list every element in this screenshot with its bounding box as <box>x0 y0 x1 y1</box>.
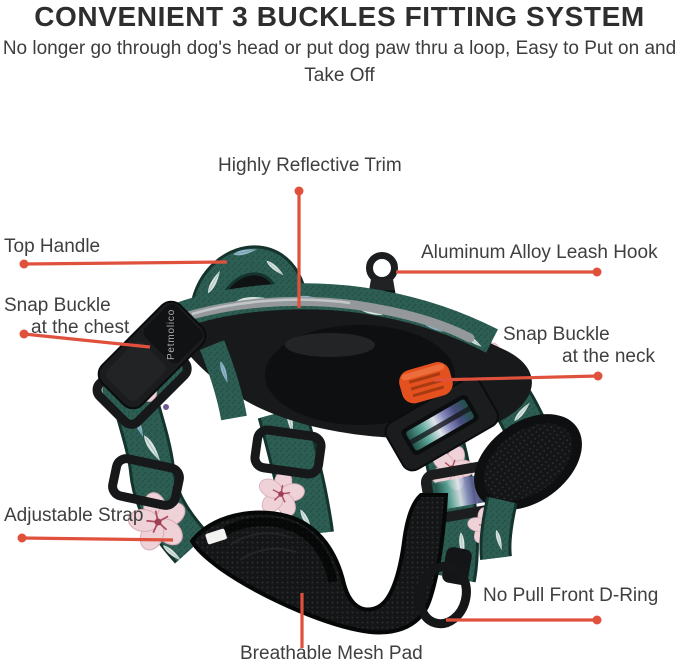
neck-pad-art <box>474 414 582 510</box>
leader-chest-buckle <box>19 329 151 349</box>
brand-label: Petmolico <box>166 309 177 360</box>
callout-front-d-ring: No Pull Front D-Ring <box>483 585 658 607</box>
neck-buckle-art <box>384 362 499 472</box>
callout-neck-buckle: Snap Buckle at the neck <box>503 324 655 368</box>
leader-reflective-trim <box>294 186 304 308</box>
callout-mesh-pad: Breathable Mesh Pad <box>240 643 423 665</box>
callout-front-d-ring-label: No Pull Front D-Ring <box>483 585 659 606</box>
callout-reflective-trim-label: Highly Reflective Trim <box>218 155 402 176</box>
front-d-ring-art <box>415 561 471 629</box>
callout-adjustable-strap-label: Adjustable Strap <box>4 505 144 526</box>
callout-neck-buckle-line2: at the neck <box>562 346 655 367</box>
leader-front-d-ring <box>446 615 602 625</box>
callout-reflective-trim: Highly Reflective Trim <box>218 155 402 177</box>
center-slider-frame <box>250 425 326 479</box>
callout-neck-buckle-line1: Snap Buckle <box>503 324 610 345</box>
chest-pad-art <box>189 493 449 635</box>
leader-top-handle <box>19 259 228 269</box>
callout-chest-buckle-line1: Snap Buckle <box>4 295 111 316</box>
fabric-tag <box>205 528 227 545</box>
callout-adjustable-strap: Adjustable Strap <box>4 505 143 527</box>
leader-leash-hook <box>396 267 602 277</box>
orange-release-tab <box>399 362 453 404</box>
chest-buckle-art: Petmolico <box>92 300 207 429</box>
callout-top-handle: Top Handle <box>4 236 100 258</box>
reflective-trim-art <box>165 296 475 343</box>
leader-adjustable-strap <box>17 533 174 543</box>
callout-leash-hook: Aluminum Alloy Leash Hook <box>421 242 658 264</box>
callout-top-handle-label: Top Handle <box>4 236 101 257</box>
subtitle-line-2: Easy to Put on and Take Off <box>304 38 677 86</box>
callout-chest-buckle-line2: at the chest <box>31 317 130 338</box>
page-title: CONVENIENT 3 BUCKLES FITTING SYSTEM <box>34 1 645 32</box>
callout-chest-buckle: Snap Buckle at the chest <box>4 295 129 339</box>
callout-lines <box>17 186 603 648</box>
left-slider-frame <box>108 454 184 510</box>
page-subtitle: No longer go through dog's head or put d… <box>0 35 679 89</box>
leader-neck-buckle <box>433 371 603 382</box>
callout-mesh-pad-label: Breathable Mesh Pad <box>240 643 423 664</box>
callout-leash-hook-label: Aluminum Alloy Leash Hook <box>421 242 658 263</box>
subtitle-line-1: No longer go through dog's head or put d… <box>2 38 511 59</box>
